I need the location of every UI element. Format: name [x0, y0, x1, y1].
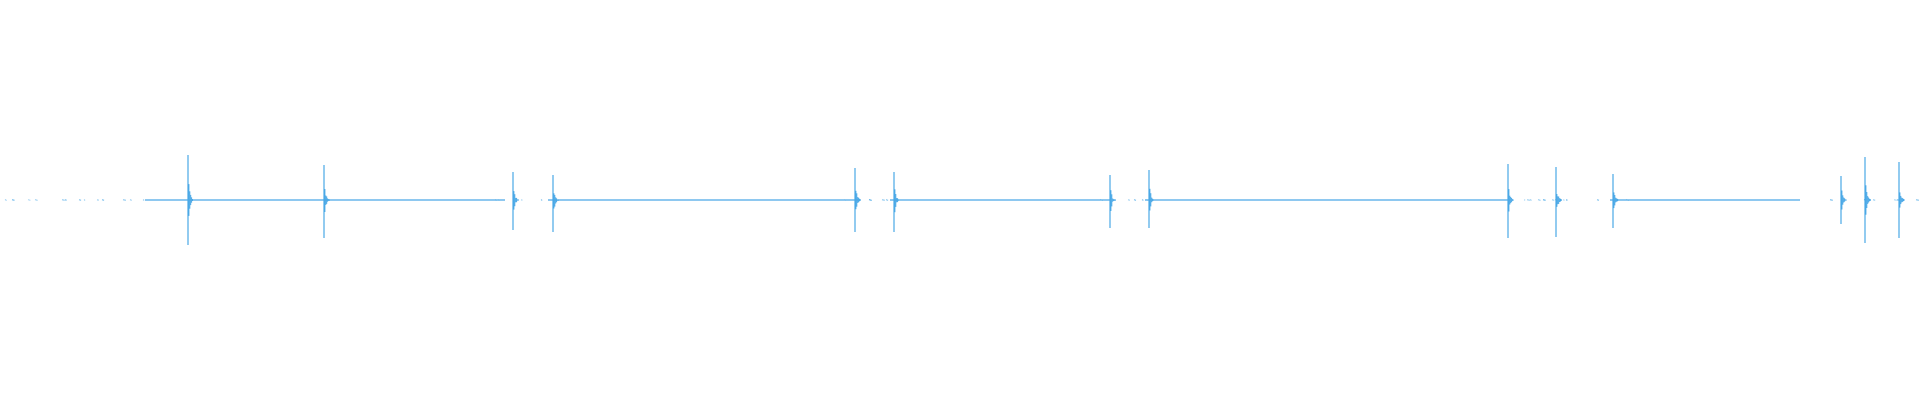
- spike: [552, 175, 559, 232]
- noise-mark: [881, 199, 885, 201]
- spike: [323, 165, 330, 238]
- spike: [1148, 170, 1155, 228]
- spike: [1898, 162, 1905, 238]
- noise-mark: [1915, 199, 1920, 201]
- noise-mark: [1526, 199, 1531, 201]
- noise-mark: [868, 199, 872, 201]
- noise-mark: [122, 199, 127, 201]
- spike: [187, 155, 194, 245]
- spike: [1109, 175, 1116, 228]
- noise-mark: [540, 199, 543, 201]
- spike: [854, 168, 861, 232]
- spike: [1840, 176, 1847, 224]
- spike: [1864, 157, 1871, 243]
- spike: [1507, 164, 1514, 238]
- noise-mark: [83, 199, 86, 201]
- noise-mark: [27, 199, 31, 201]
- spike: [1612, 174, 1619, 228]
- noise-mark: [129, 199, 132, 201]
- spike: [893, 172, 900, 232]
- spike: [512, 172, 519, 230]
- noise-mark: [4, 199, 7, 201]
- noise-mark: [34, 199, 38, 201]
- noise-mark: [1529, 199, 1532, 201]
- noise-mark: [885, 199, 889, 201]
- noise-mark: [1141, 199, 1144, 201]
- noise-mark: [1537, 199, 1541, 201]
- spike-layer: [187, 155, 1905, 245]
- noise-mark: [142, 199, 145, 201]
- noise-mark: [1133, 199, 1137, 201]
- spike: [1555, 167, 1562, 237]
